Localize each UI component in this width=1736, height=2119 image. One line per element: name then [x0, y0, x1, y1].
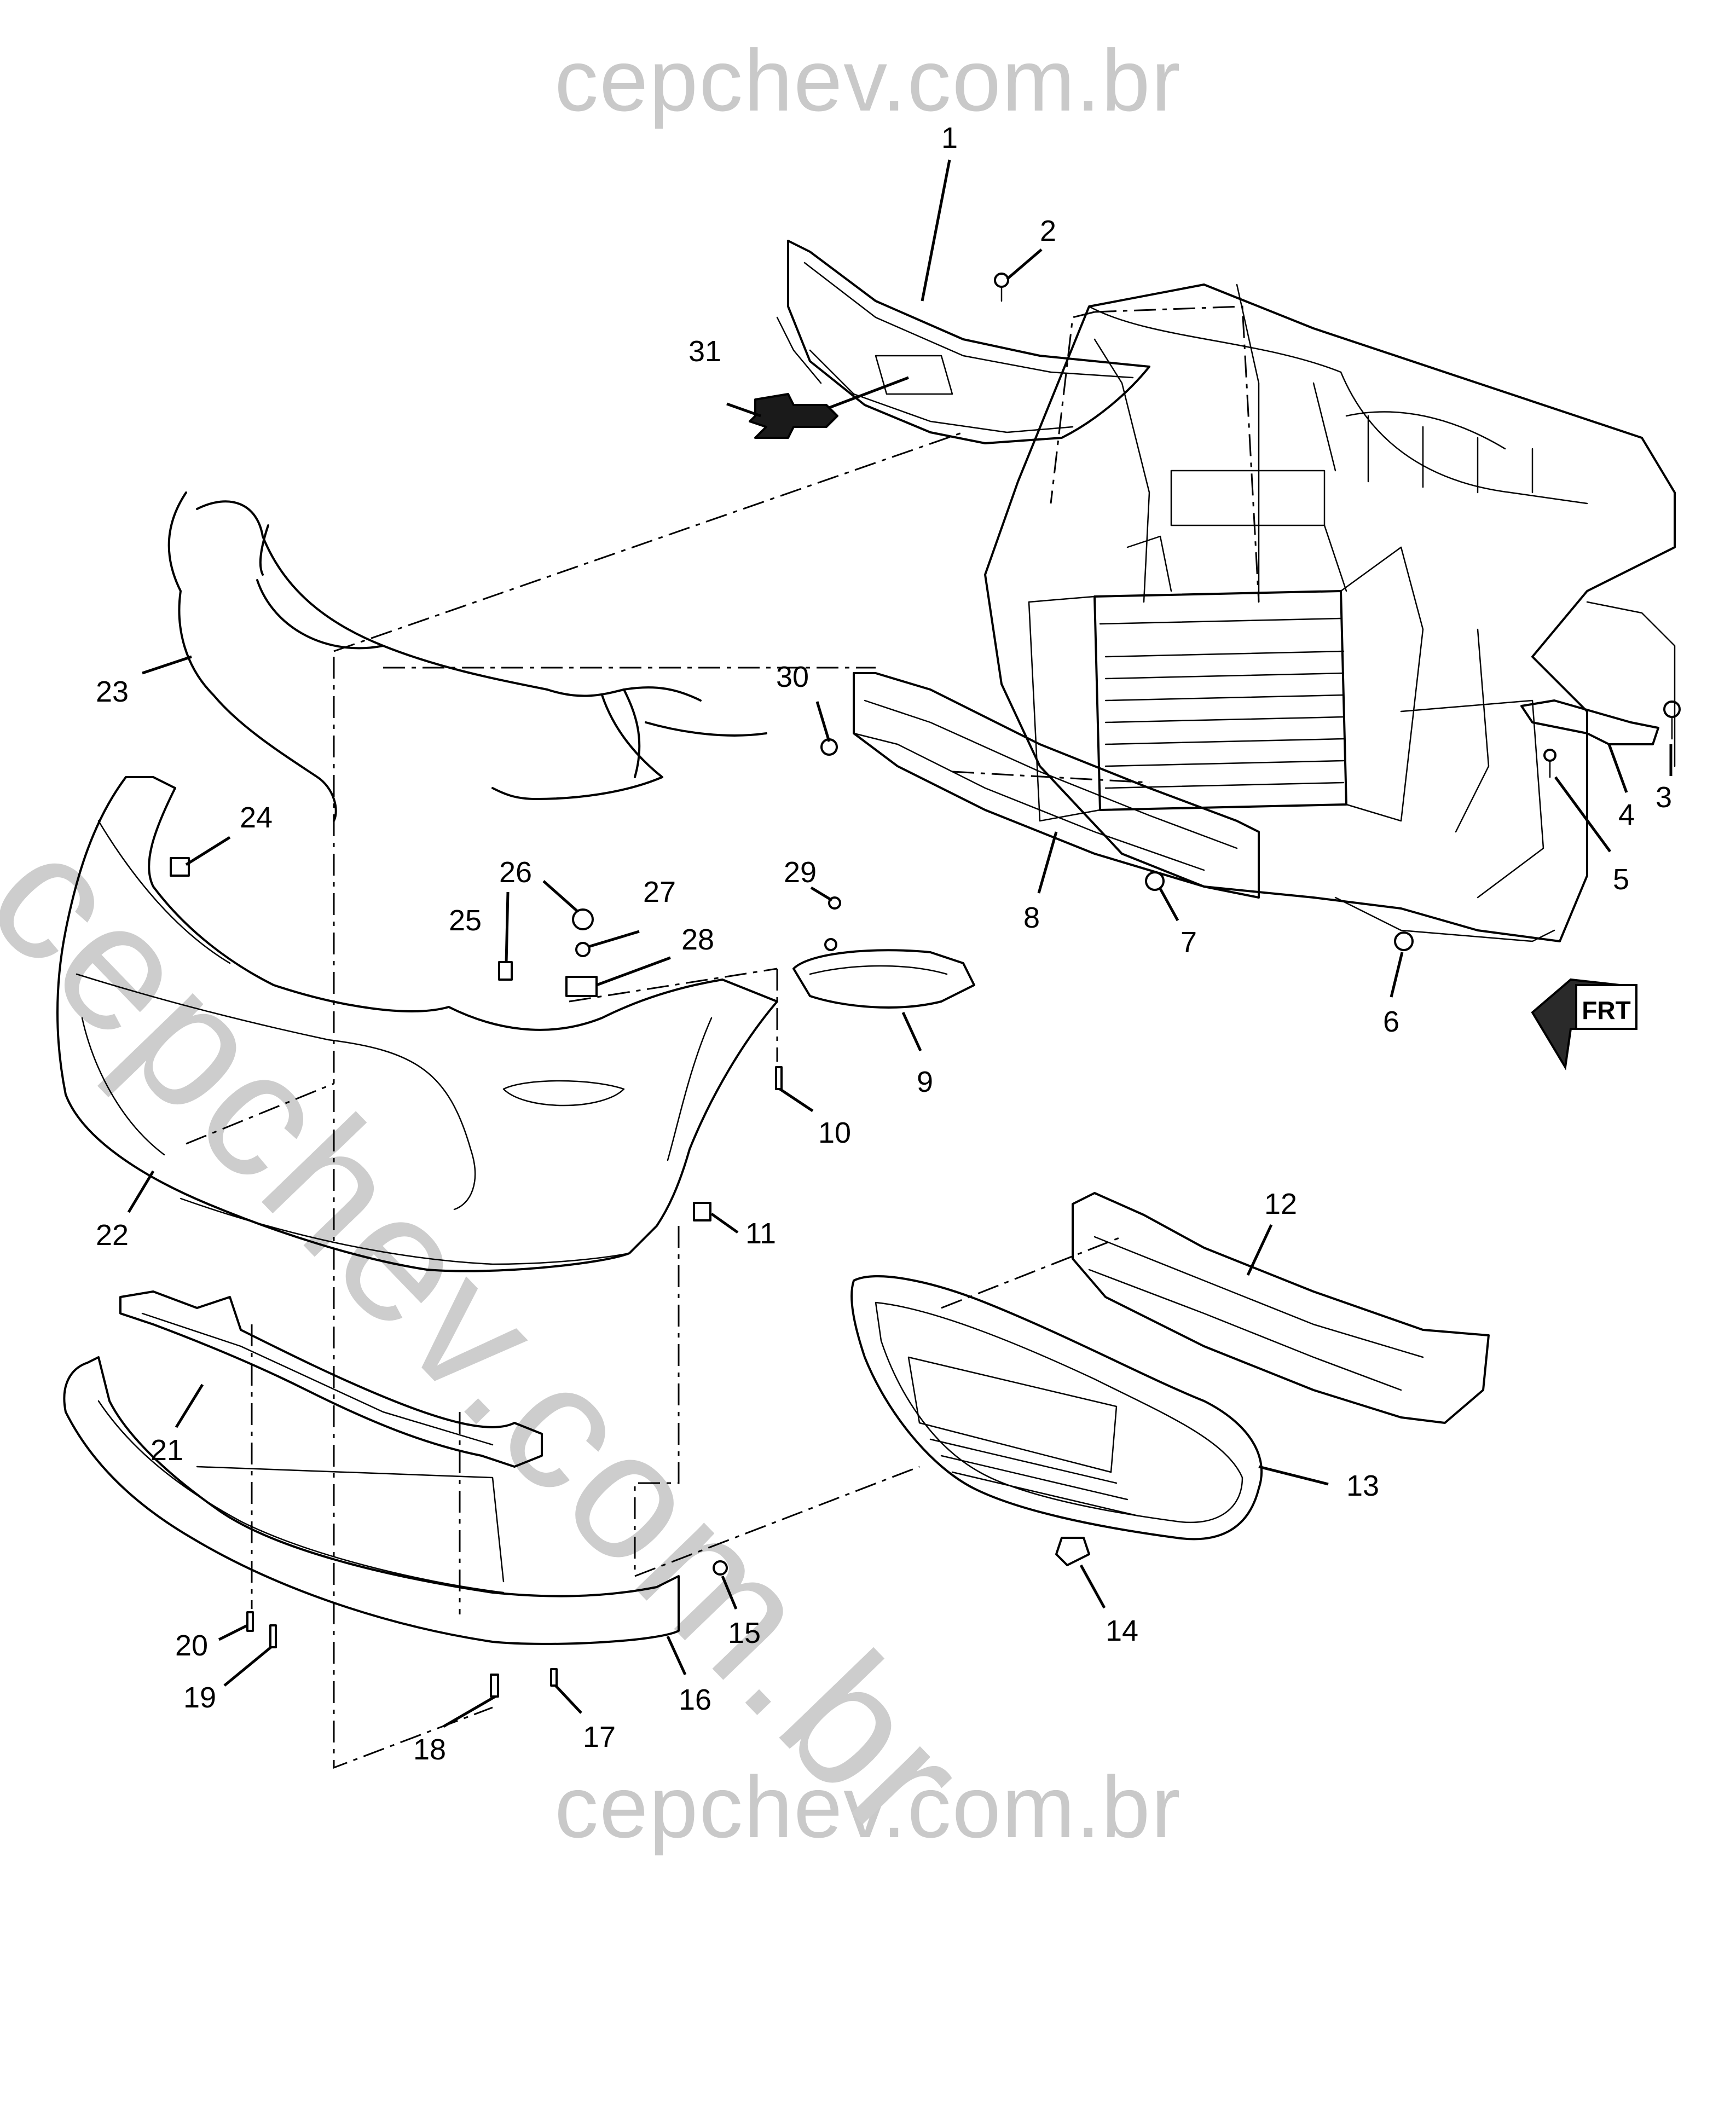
callout-4: 4 — [1618, 798, 1635, 831]
callout-8: 8 — [1023, 901, 1040, 934]
callout-11: 11 — [745, 1217, 776, 1250]
front-arrow-icon: FRT — [1531, 978, 1637, 1070]
callout-21: 21 — [151, 1434, 183, 1467]
callout-7: 7 — [1181, 926, 1197, 959]
callout-13: 13 — [1346, 1469, 1379, 1502]
callout-23: 23 — [96, 675, 129, 708]
callout-3: 3 — [1656, 781, 1672, 814]
callout-5: 5 — [1613, 863, 1629, 896]
callout-labels: 1 2 3 4 5 6 7 8 9 10 11 12 13 14 15 16 1… — [96, 121, 1672, 1766]
callout-26: 26 — [499, 856, 532, 889]
vehicle-front-structure — [984, 283, 1676, 942]
front-label: FRT — [1582, 996, 1630, 1024]
callout-16: 16 — [679, 1683, 711, 1716]
callout-1: 1 — [941, 121, 958, 154]
wiring-harness-part-23 — [167, 491, 767, 822]
callout-10: 10 — [818, 1116, 851, 1149]
callout-31: 31 — [688, 335, 721, 368]
callout-27: 27 — [643, 876, 676, 908]
lower-deflector-part-16 — [63, 1356, 680, 1645]
emblem-part-31 — [749, 393, 838, 439]
callout-14: 14 — [1106, 1614, 1138, 1647]
callout-15: 15 — [728, 1617, 761, 1649]
impact-bar-part-8 — [853, 672, 1260, 899]
fastener-part-14 — [1055, 1537, 1090, 1566]
leader-lines — [127, 159, 1673, 1728]
callout-18: 18 — [413, 1733, 446, 1766]
callout-24: 24 — [240, 801, 273, 834]
bracket-part-4 — [1520, 699, 1659, 745]
callout-28: 28 — [681, 923, 714, 956]
lower-reinforcement-part-21 — [119, 1290, 543, 1468]
callout-20: 20 — [175, 1629, 208, 1662]
callout-9: 9 — [917, 1066, 933, 1098]
exploded-view-drawing: 1 2 3 4 5 6 7 8 9 10 11 12 13 14 15 16 1… — [56, 121, 1681, 1769]
parts-diagram: cepchev.com.br cepchev.com.br cepchev.co… — [0, 31, 1681, 1876]
watermark-bottom: cepchev.com.br — [554, 1758, 1182, 1856]
callout-19: 19 — [183, 1681, 216, 1714]
energy-absorber-part-12 — [1072, 1192, 1490, 1424]
callout-25: 25 — [449, 904, 482, 937]
watermark-top: cepchev.com.br — [554, 31, 1182, 129]
callout-22: 22 — [96, 1219, 129, 1252]
callout-2: 2 — [1040, 215, 1056, 247]
callout-29: 29 — [784, 856, 817, 889]
callout-6: 6 — [1383, 1005, 1399, 1038]
fog-lamp-bezel-part-9 — [792, 949, 975, 1009]
callout-30: 30 — [776, 661, 809, 693]
lower-grille-part-13 — [850, 1275, 1263, 1541]
assembly-lines — [186, 305, 1260, 1769]
upper-grille-part-1 — [776, 240, 1150, 444]
bumper-fascia-part-22 — [56, 776, 778, 1272]
fasteners — [170, 273, 1681, 1698]
callout-12: 12 — [1264, 1188, 1297, 1220]
callout-17: 17 — [583, 1721, 616, 1753]
